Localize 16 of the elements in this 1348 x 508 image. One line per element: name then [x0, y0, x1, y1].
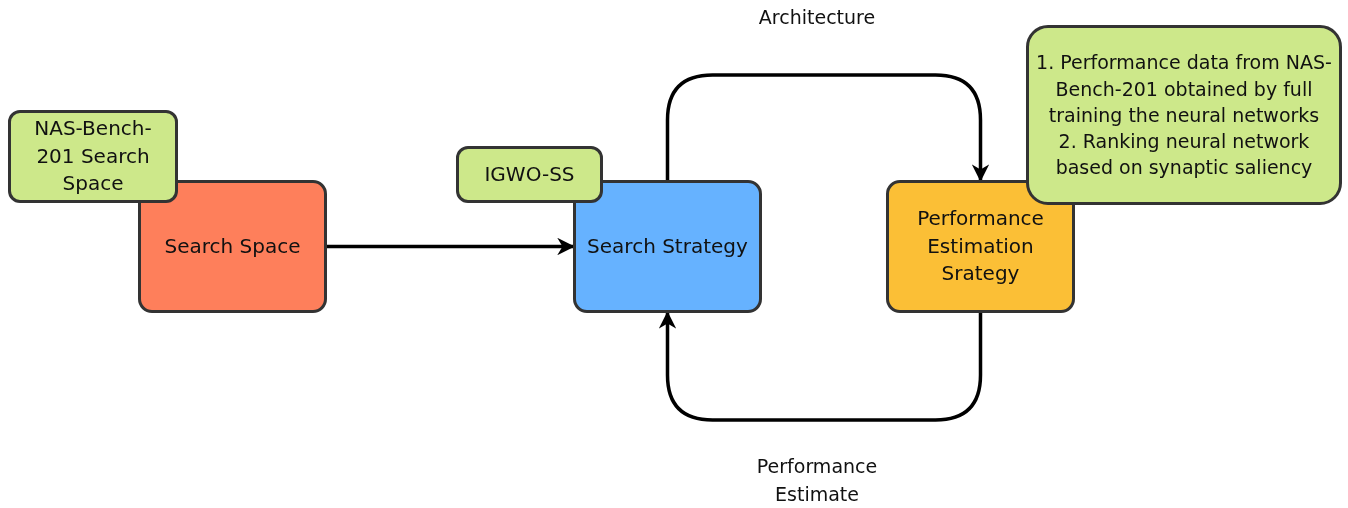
node-text: 2. Ranking neural network based on synaptic saliency: [1054, 129, 1314, 181]
process-box: [456, 146, 603, 203]
node-text: IGWO-SS: [484, 160, 575, 188]
arrow: [327, 237, 575, 256]
process-box: [138, 180, 327, 313]
arrow: [658, 311, 983, 422]
node-text: Search Strategy: [587, 232, 748, 260]
node-text: Performance Estimation Srategy: [916, 205, 1045, 288]
process-box: [8, 110, 178, 203]
node-text: Search Space: [164, 232, 301, 260]
node-text: 1. Performance data from NAS-Bench-201 obtained by full training the neural networks: [1035, 50, 1333, 128]
node-text: NAS-Bench-201 Search Space: [33, 115, 153, 198]
arrow: [665, 73, 990, 182]
process-box: [573, 180, 762, 313]
note-box: [1026, 25, 1342, 205]
process-box: [886, 180, 1075, 313]
